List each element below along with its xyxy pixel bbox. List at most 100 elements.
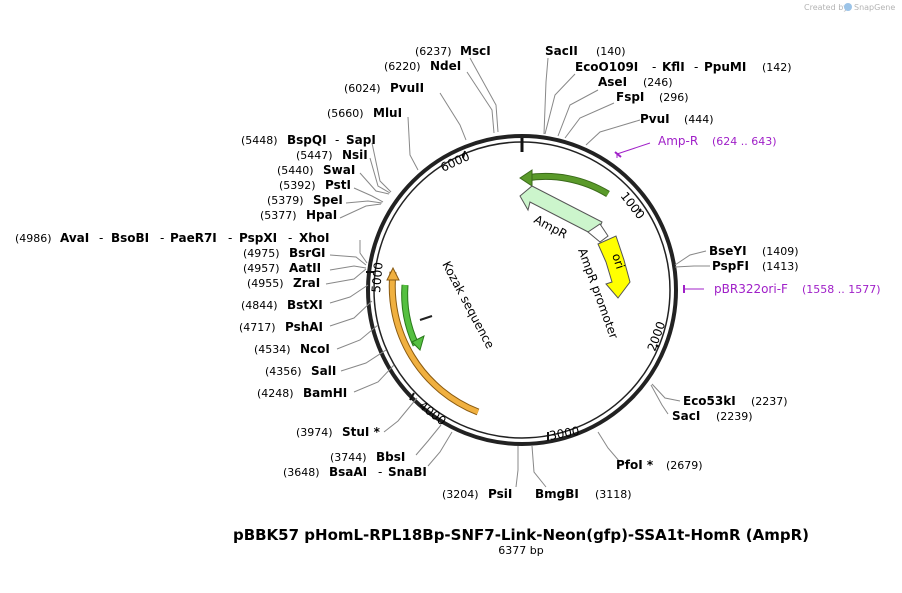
leader-pspfi [674, 265, 710, 268]
pos-bbsi: (3744) [330, 451, 367, 464]
ori-arrow[interactable] [597, 235, 631, 299]
sep: - [99, 231, 103, 245]
site-zrai[interactable]: ZraI [293, 276, 320, 290]
tick-2000 [655, 344, 660, 348]
site-mlui[interactable]: MluI [373, 106, 402, 120]
leader-hpai [339, 203, 382, 219]
site-saci[interactable]: SacI [672, 409, 700, 423]
site-stui[interactable]: StuI * [342, 425, 381, 439]
pos-spei: (5379) [267, 194, 304, 207]
site-ndei[interactable]: NdeI [430, 59, 461, 73]
pos-aatii: (4957) [243, 262, 280, 275]
site-xhoi[interactable]: XhoI [299, 231, 330, 245]
pos-asei: (246) [643, 76, 673, 89]
plasmid-length: 6377 bp [498, 544, 543, 557]
leader-eco53ki [651, 383, 681, 402]
site-sali[interactable]: SalI [311, 364, 336, 378]
site-kfli[interactable]: KflI [662, 60, 685, 74]
backbone [366, 134, 678, 446]
pos-eco53ki: (2237) [751, 395, 788, 408]
site-bbsi[interactable]: BbsI [376, 450, 405, 464]
site-ppumi[interactable]: PpuMI [704, 60, 746, 74]
pos-ndei: (6220) [384, 60, 421, 73]
site-bamhi[interactable]: BamHI [303, 386, 347, 400]
tick-4000 [409, 392, 415, 401]
tick-label-5000: 5000 [369, 262, 386, 294]
pos-msci: (6237) [415, 45, 452, 58]
sep: - [228, 231, 232, 245]
sep: - [694, 60, 698, 74]
leader-stui [383, 397, 418, 433]
site-aatii[interactable]: AatII [289, 261, 321, 275]
site-bsaai[interactable]: BsaAI [329, 465, 367, 479]
features: AmpR AmpR promoter ori Kozak sequence [386, 169, 631, 416]
site-eco53ki[interactable]: Eco53kI [683, 394, 736, 408]
site-snabi[interactable]: SnaBI [388, 465, 427, 479]
dark-green-arc-arrowhead [519, 169, 533, 187]
site-bseyi[interactable]: BseYI [709, 244, 747, 258]
pos-swai: (5440) [277, 164, 314, 177]
leader-swai [359, 172, 390, 195]
amp-r-name[interactable]: Amp-R [658, 134, 698, 148]
backbone-circle [366, 134, 678, 446]
site-ncoi[interactable]: NcoI [300, 342, 330, 356]
site-hpai[interactable]: HpaI [306, 208, 337, 222]
site-bmgbi[interactable]: BmgBI [535, 487, 579, 501]
pbr322ori-f-name[interactable]: pBR322ori-F [714, 282, 788, 296]
site-pvuii[interactable]: PvuII [390, 81, 424, 95]
plasmid-title: pBBK57 pHomL-RPL18Bp-SNF7-Link-Neon(gfp)… [233, 526, 809, 544]
leader-sali [340, 349, 387, 372]
leader-saci [650, 384, 669, 415]
site-bsrgi[interactable]: BsrGI [289, 246, 326, 260]
pos-nsii: (5447) [296, 149, 333, 162]
leader-ncoi [336, 324, 379, 350]
site-sacii[interactable]: SacII [545, 44, 578, 58]
site-asei[interactable]: AseI [598, 75, 627, 89]
backbone-inner-circle [373, 141, 671, 439]
tick-1000 [638, 208, 642, 212]
green-arc [402, 284, 419, 347]
sep: - [288, 231, 292, 245]
site-psti[interactable]: PstI [325, 178, 351, 192]
pos-bsrgi: (4975) [243, 247, 280, 260]
site-sapi[interactable]: SapI [346, 133, 376, 147]
site-bsobi[interactable]: BsoBI [111, 231, 149, 245]
site-fspi[interactable]: FspI [616, 90, 644, 104]
site-pvui[interactable]: PvuI [640, 112, 670, 126]
pos-bamhi: (4248) [257, 387, 294, 400]
pos-sali: (4356) [265, 365, 302, 378]
site-msci[interactable]: MscI [460, 44, 491, 58]
site-pshai[interactable]: PshAI [285, 320, 323, 334]
pos-psti: (5392) [279, 179, 316, 192]
site-pfoi[interactable]: PfoI * [616, 458, 654, 472]
leader-ecoo109i [544, 73, 576, 135]
primers: Amp-R (624 .. 643) pBR322ori-F (1558 .. … [614, 134, 881, 296]
site-pspxi[interactable]: PspXI [239, 231, 277, 245]
pos-pvui: (444) [684, 113, 714, 126]
amp-r-range: (624 .. 643) [712, 135, 777, 148]
ampr-promoter-arrow[interactable] [587, 223, 609, 243]
pos-ecoo109i: (142) [762, 61, 792, 74]
amp-r-primer-mark[interactable] [614, 151, 622, 158]
site-psii[interactable]: PsiI [488, 487, 512, 501]
site-paer7i[interactable]: PaeR7I [170, 231, 217, 245]
brand-prefix: Created by [804, 3, 848, 12]
site-pspfi[interactable]: PspFI [712, 259, 749, 273]
tick-label-3000: 3000 [548, 424, 581, 443]
site-bstxi[interactable]: BstXI [287, 298, 323, 312]
site-bspqi[interactable]: BspQI [287, 133, 327, 147]
pos-fspi: (296) [659, 91, 689, 104]
orange-arc-arrowhead [386, 266, 400, 281]
site-ecoo109i[interactable]: EcoO109I [575, 60, 638, 74]
dark-green-arc [525, 173, 610, 197]
sep: - [160, 231, 164, 245]
site-avai[interactable]: AvaI [60, 231, 89, 245]
leader-sacii [543, 57, 549, 135]
pos-bspqi: (5448) [241, 134, 278, 147]
site-spei[interactable]: SpeI [313, 193, 343, 207]
sep: - [652, 60, 656, 74]
site-nsii[interactable]: NsiI [342, 148, 368, 162]
site-swai[interactable]: SwaI [323, 163, 355, 177]
snapgene-brand: Created by SnapGene [804, 3, 895, 12]
